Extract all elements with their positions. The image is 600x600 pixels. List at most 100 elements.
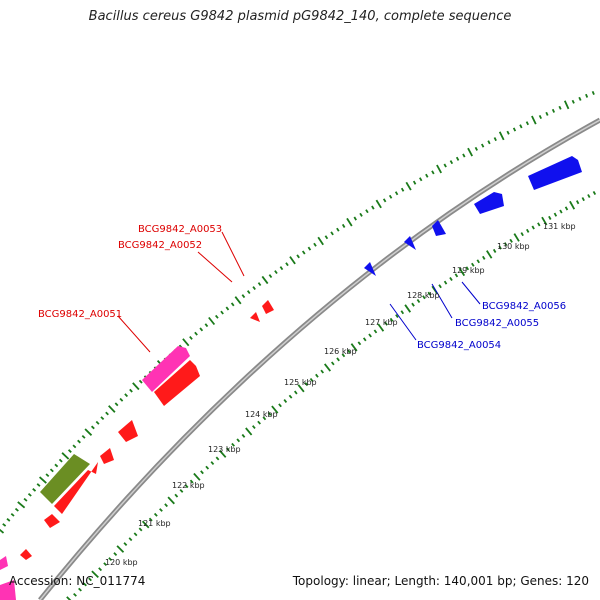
gene-label-blue[interactable]: BCG9842_A0054 <box>417 340 501 351</box>
gene-arrow-pink-edge[interactable] <box>0 556 8 570</box>
tick-mark <box>230 302 235 307</box>
tick-mark <box>159 508 163 512</box>
tick-mark <box>537 222 541 227</box>
tick-mark <box>313 242 317 247</box>
tick-mark <box>45 473 50 478</box>
tick-mark <box>268 274 273 279</box>
gene-arrow-pink-edge-2[interactable] <box>0 580 16 600</box>
tick-mark <box>431 170 435 175</box>
tick-mark <box>189 336 193 340</box>
scale-label: 127 kbp <box>365 318 398 327</box>
gene-arrow-red[interactable] <box>100 448 114 464</box>
tick-mark <box>462 153 466 158</box>
tick-mark <box>194 331 198 336</box>
tick-mark <box>526 228 530 233</box>
tick-mark <box>395 314 399 319</box>
tick-mark <box>91 570 99 579</box>
tick-mark <box>293 390 298 395</box>
tick-mark <box>278 403 282 408</box>
gene-arrow-red[interactable] <box>54 462 98 514</box>
topology-summary: Topology: linear; Length: 140,001 bp; Ge… <box>292 574 589 588</box>
gene-arrow-red[interactable] <box>250 312 260 322</box>
gene-arrow-red[interactable] <box>262 300 274 314</box>
gene-arrow-red[interactable] <box>154 360 200 406</box>
tick-mark <box>422 295 426 300</box>
tick-mark <box>88 577 92 582</box>
tick-mark <box>389 317 394 322</box>
tick-mark <box>83 582 87 587</box>
gene-arrow-pink[interactable] <box>142 346 190 392</box>
tick-mark <box>558 105 562 110</box>
tick-mark <box>425 173 429 178</box>
tick-mark <box>153 512 158 517</box>
tick-mark <box>346 349 351 354</box>
gene-arrow-red[interactable] <box>118 420 138 442</box>
tick-mark <box>449 160 454 165</box>
gene-label-blue[interactable]: BCG9842_A0055 <box>455 318 539 329</box>
gene-arrow-red[interactable] <box>44 514 60 528</box>
tick-mark <box>576 200 580 205</box>
tick-mark <box>525 121 530 126</box>
tick-mark <box>108 405 116 413</box>
tick-mark <box>492 248 497 253</box>
tick-mark <box>377 323 385 332</box>
blue-genes <box>364 156 582 276</box>
tick-mark <box>412 180 417 185</box>
tick-mark <box>449 277 453 281</box>
gene-arrow-blue[interactable] <box>404 236 416 250</box>
gene-label-red[interactable]: BCG9842_A0052 <box>118 240 202 251</box>
tick-mark <box>208 316 216 326</box>
tick-mark <box>225 306 230 311</box>
tick-mark <box>138 527 143 532</box>
tick-mark <box>346 217 353 227</box>
tick-mark <box>362 337 367 342</box>
gene-arrow-blue[interactable] <box>432 220 446 236</box>
tick-mark <box>67 449 72 453</box>
tick-mark <box>416 298 421 304</box>
tick-mark <box>252 286 256 291</box>
gene-label-red[interactable]: BCG9842_A0053 <box>138 224 222 235</box>
tick-mark <box>271 405 279 414</box>
tick-mark <box>274 270 278 275</box>
tick-mark <box>531 225 535 230</box>
tick-mark <box>545 111 549 116</box>
tick-mark <box>72 444 77 449</box>
tick-mark <box>95 420 100 425</box>
red-genes <box>20 300 274 560</box>
tick-mark <box>245 427 253 436</box>
gene-arrow-red[interactable] <box>20 549 32 560</box>
tick-mark <box>578 96 582 101</box>
gene-arrow-blue[interactable] <box>528 156 582 190</box>
tick-mark <box>0 528 5 534</box>
tick-mark <box>2 523 7 527</box>
accession-text: Accession: NC_011774 <box>9 574 146 588</box>
tick-mark <box>454 273 459 278</box>
tick-mark <box>49 468 54 473</box>
gene-arrow-olive[interactable] <box>40 454 90 504</box>
tick-mark <box>289 256 296 265</box>
tick-mark <box>404 304 412 313</box>
inner-tick-ring <box>66 190 597 600</box>
tick-mark <box>455 156 460 161</box>
tick-mark <box>591 90 595 95</box>
tick-mark <box>90 425 95 430</box>
gene-arrow-blue[interactable] <box>474 192 504 214</box>
tick-mark <box>405 181 412 191</box>
gene-label-red[interactable]: BCG9842_A0051 <box>38 309 122 320</box>
tick-mark <box>467 147 473 157</box>
tick-mark <box>438 284 442 289</box>
gene-arrow-blue[interactable] <box>364 262 376 276</box>
gene-label-blue[interactable]: BCG9842_A0056 <box>482 301 566 312</box>
label-leaders-red <box>117 231 245 353</box>
tick-mark <box>375 199 382 209</box>
tick-mark <box>167 496 175 505</box>
tick-mark <box>436 164 442 174</box>
tick-mark <box>498 245 502 250</box>
tick-mark <box>36 483 41 487</box>
scale-label: 130 kbp <box>497 242 530 251</box>
tick-mark <box>234 296 242 305</box>
tick-mark <box>32 488 37 492</box>
tick-mark <box>531 115 537 125</box>
tick-mark <box>443 163 447 168</box>
tick-mark <box>220 310 224 315</box>
